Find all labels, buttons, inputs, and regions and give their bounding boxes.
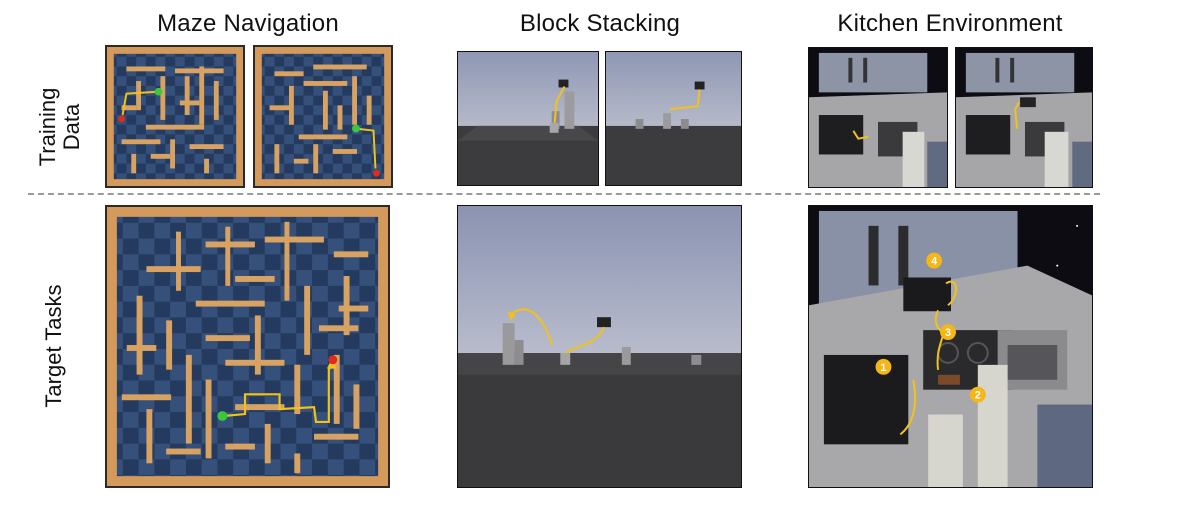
kitchen-training-panel-2	[955, 47, 1093, 188]
target-tasks-label: Target Tasks	[41, 284, 66, 408]
goal-marker	[373, 169, 380, 177]
kitchen-training-image-1	[809, 48, 947, 187]
block-training-panel-1	[457, 51, 599, 186]
maze-navigation-title: Maze Navigation	[157, 10, 339, 37]
goal-marker	[328, 355, 338, 365]
step-badge-3: 3	[940, 324, 956, 341]
step-badge-4: 4	[926, 252, 943, 269]
svg-text:4: 4	[931, 256, 937, 268]
svg-text:2: 2	[975, 390, 981, 402]
block-target-panel	[457, 205, 742, 488]
start-marker	[352, 124, 360, 133]
block-training-image-1	[458, 52, 598, 185]
block-target-image	[458, 206, 741, 487]
row-divider	[28, 193, 1100, 195]
start-marker	[217, 411, 228, 421]
step-badge-2: 2	[969, 386, 986, 403]
maze-training-image-1	[113, 53, 237, 180]
kitchen-environment-title: Kitchen Environment	[837, 10, 1063, 37]
block-training-panel-2	[605, 51, 742, 186]
training-label-line2: Data	[59, 103, 84, 151]
maze-training-panel-1	[105, 45, 245, 188]
maze-target-panel	[105, 205, 390, 488]
kitchen-target-image: 1 2 3 4	[809, 206, 1092, 487]
start-marker	[154, 87, 163, 96]
kitchen-training-image-2	[956, 48, 1092, 187]
kitchen-target-panel: 1 2 3 4	[808, 205, 1093, 488]
training-data-label: Training Data	[35, 72, 86, 182]
block-training-image-2	[606, 52, 741, 185]
maze-training-panel-2	[253, 45, 393, 188]
maze-target-image	[116, 216, 379, 477]
training-label-line1: Training	[35, 87, 60, 167]
svg-text:1: 1	[880, 362, 886, 374]
block-stacking-title: Block Stacking	[519, 10, 681, 37]
svg-text:3: 3	[945, 327, 951, 339]
maze-training-image-2	[261, 53, 385, 180]
kitchen-training-panel-1	[808, 47, 948, 188]
goal-marker	[118, 115, 125, 123]
step-badge-1: 1	[875, 358, 892, 375]
